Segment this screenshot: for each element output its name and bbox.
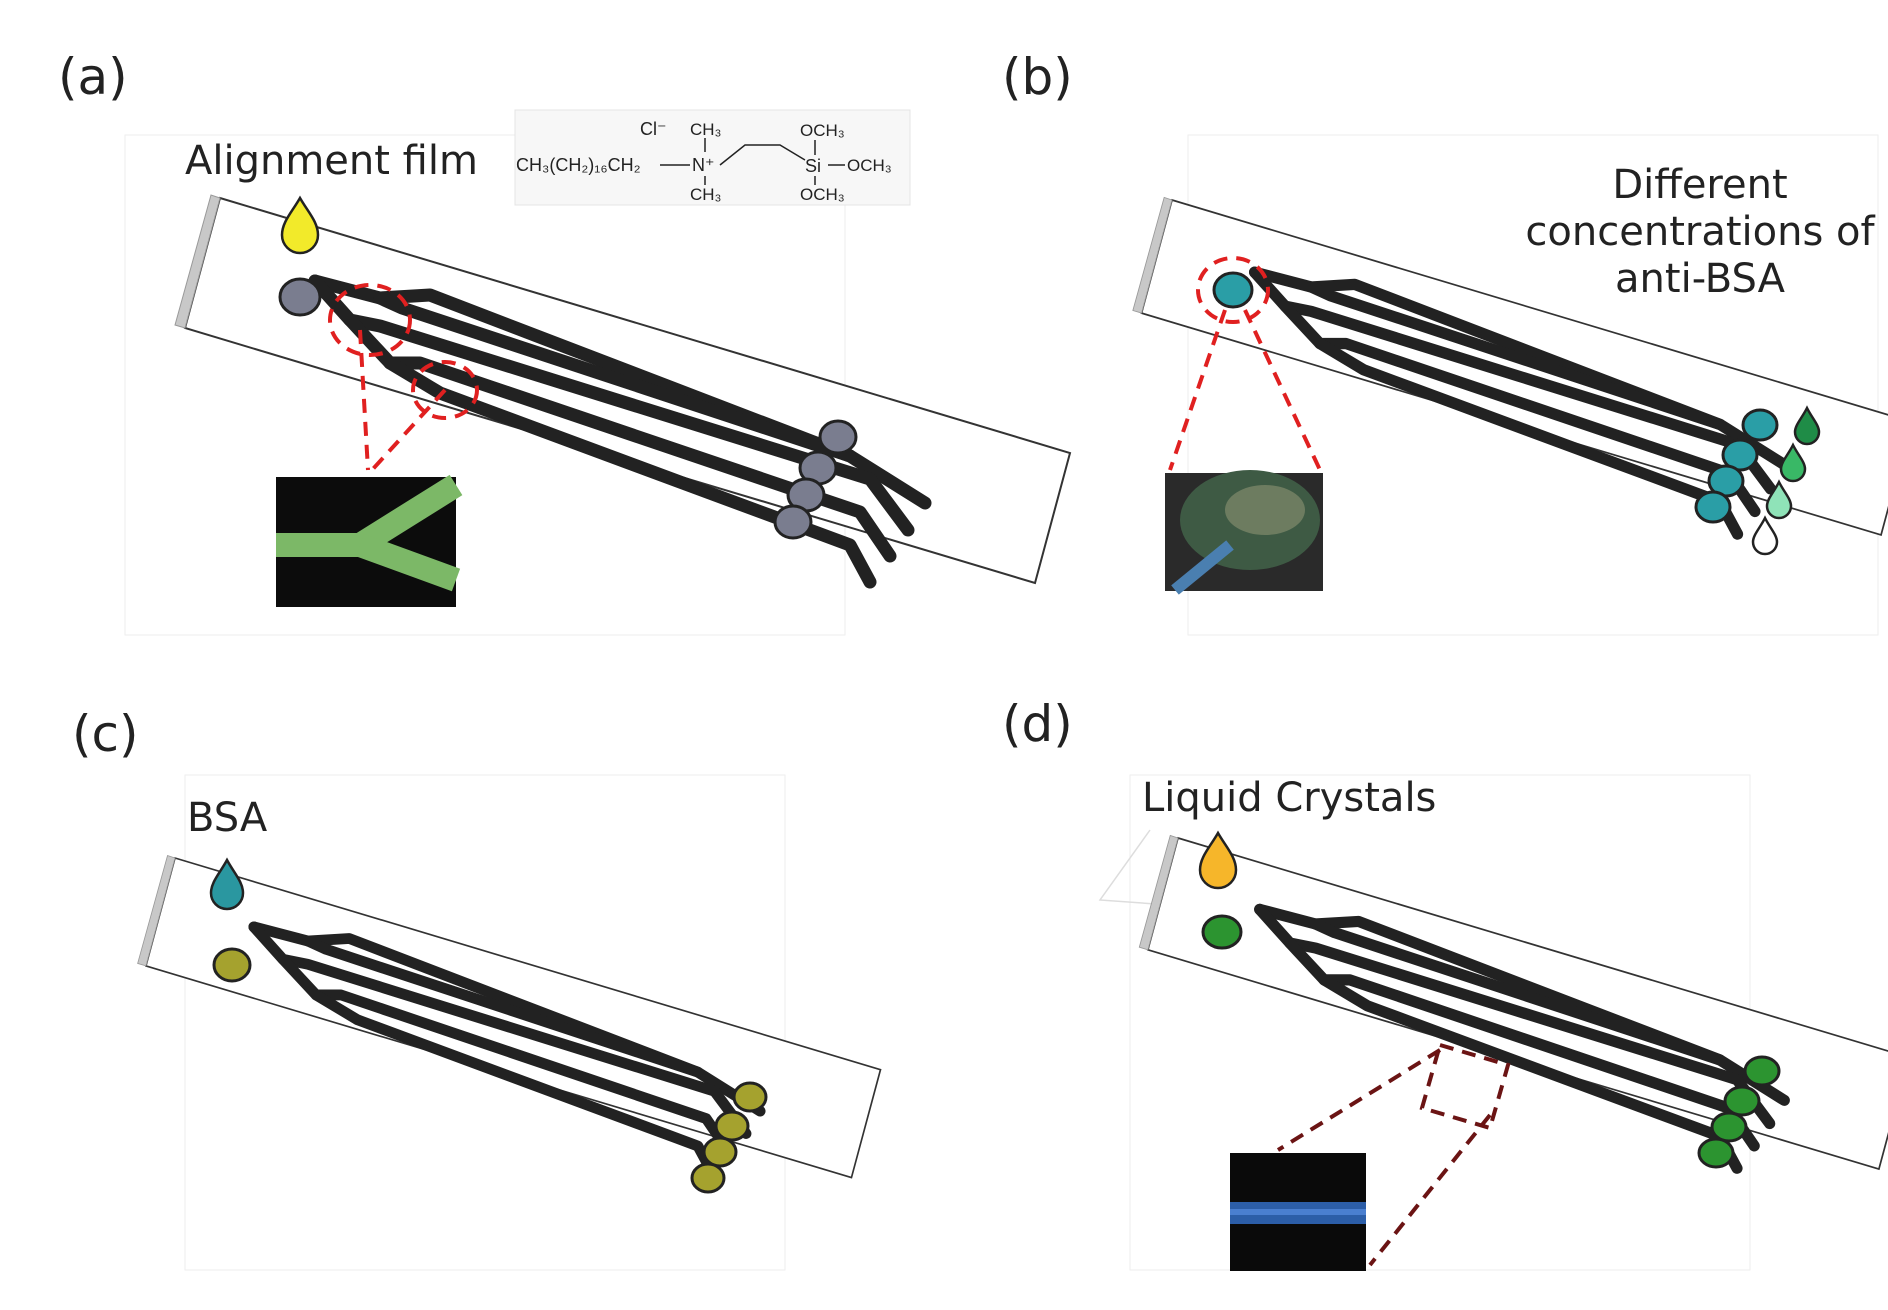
panel-title-d: Liquid Crystals (1142, 775, 1437, 821)
panel-label-a: (a) (58, 48, 128, 106)
title-line: concentrations of (1525, 209, 1875, 256)
methyl-group: CH₃ (690, 120, 721, 139)
panel-d (1098, 774, 1888, 1271)
panel-c (138, 774, 881, 1271)
outlet-reservoir (1741, 408, 1779, 442)
inlet-reservoir (278, 277, 322, 317)
panel-frame (1187, 134, 1879, 636)
microfluidic-chip (138, 856, 881, 1178)
reservoirs (1212, 271, 1779, 524)
outlet-reservoir (732, 1081, 768, 1113)
panel-a: Cl⁻ CH₃(CH₂)₁₆CH₂ N⁺ CH₃ CH₃ Si OCH₃ OCH… (124, 109, 1070, 636)
nitrogen-atom: N⁺ (692, 155, 715, 175)
panel-b (1133, 134, 1888, 636)
reservoirs (278, 277, 858, 540)
droplet-icon (280, 195, 320, 255)
microfluidic-chip (1139, 835, 1888, 1169)
panel-title-b: Different concentrations of anti-BSA (1525, 162, 1875, 304)
methoxy-group: OCH₃ (847, 156, 892, 175)
outlet-reservoir (1710, 1111, 1748, 1143)
methoxy-group: OCH₃ (800, 121, 845, 140)
methyl-group: CH₃ (690, 185, 721, 204)
methoxy-group: OCH₃ (800, 185, 845, 204)
outlet-reservoir (1743, 1055, 1781, 1087)
droplet-icon (1793, 405, 1821, 446)
zoom-callout (328, 283, 479, 472)
silicon-atom: Si (805, 156, 821, 176)
droplet-icon (1751, 515, 1779, 556)
panel-label-b: (b) (1002, 48, 1073, 106)
reservoirs (212, 947, 768, 1194)
chemical-structure: Cl⁻ CH₃(CH₂)₁₆CH₂ N⁺ CH₃ CH₃ Si OCH₃ OCH… (514, 109, 911, 206)
zoom-callout (1168, 256, 1322, 471)
outlet-reservoir (1723, 1085, 1761, 1117)
concentration-drops (1751, 405, 1821, 556)
outlet-reservoir (773, 504, 813, 540)
outlet-reservoir (690, 1162, 726, 1194)
droplet-icon (1779, 442, 1807, 483)
zoom-callout (1276, 1042, 1511, 1267)
droplet-icon (209, 857, 245, 911)
inlet-reservoir (1201, 914, 1243, 950)
inlet-reservoir (1212, 271, 1254, 309)
panel-title-c: BSA (187, 795, 268, 841)
inlet-reservoir (212, 947, 252, 983)
alkyl-chain: CH₃(CH₂)₁₆CH₂ (516, 155, 641, 175)
micrograph-inset (1230, 1153, 1366, 1271)
outlet-reservoir (702, 1136, 738, 1168)
panel-label-d: (d) (1002, 695, 1073, 753)
outlet-reservoir (1694, 490, 1732, 524)
micrograph-inset (276, 474, 463, 607)
chloride-anion: Cl⁻ (640, 119, 667, 139)
panel-frame (184, 774, 786, 1271)
micrograph-inset (1165, 470, 1323, 595)
outlet-reservoir (714, 1110, 750, 1142)
panel-label-c: (c) (72, 705, 139, 763)
title-line: anti-BSA (1615, 256, 1785, 303)
title-line: Different (1612, 162, 1788, 208)
outlet-reservoir (1697, 1137, 1735, 1169)
panel-frame (1098, 829, 1171, 906)
panel-title-a: Alignment film (185, 138, 478, 184)
reservoirs (1201, 914, 1781, 1169)
droplet-icon (1198, 830, 1238, 890)
outlet-reservoir (1721, 438, 1759, 472)
outlet-reservoir (818, 419, 858, 455)
droplet-icon (1765, 479, 1793, 520)
